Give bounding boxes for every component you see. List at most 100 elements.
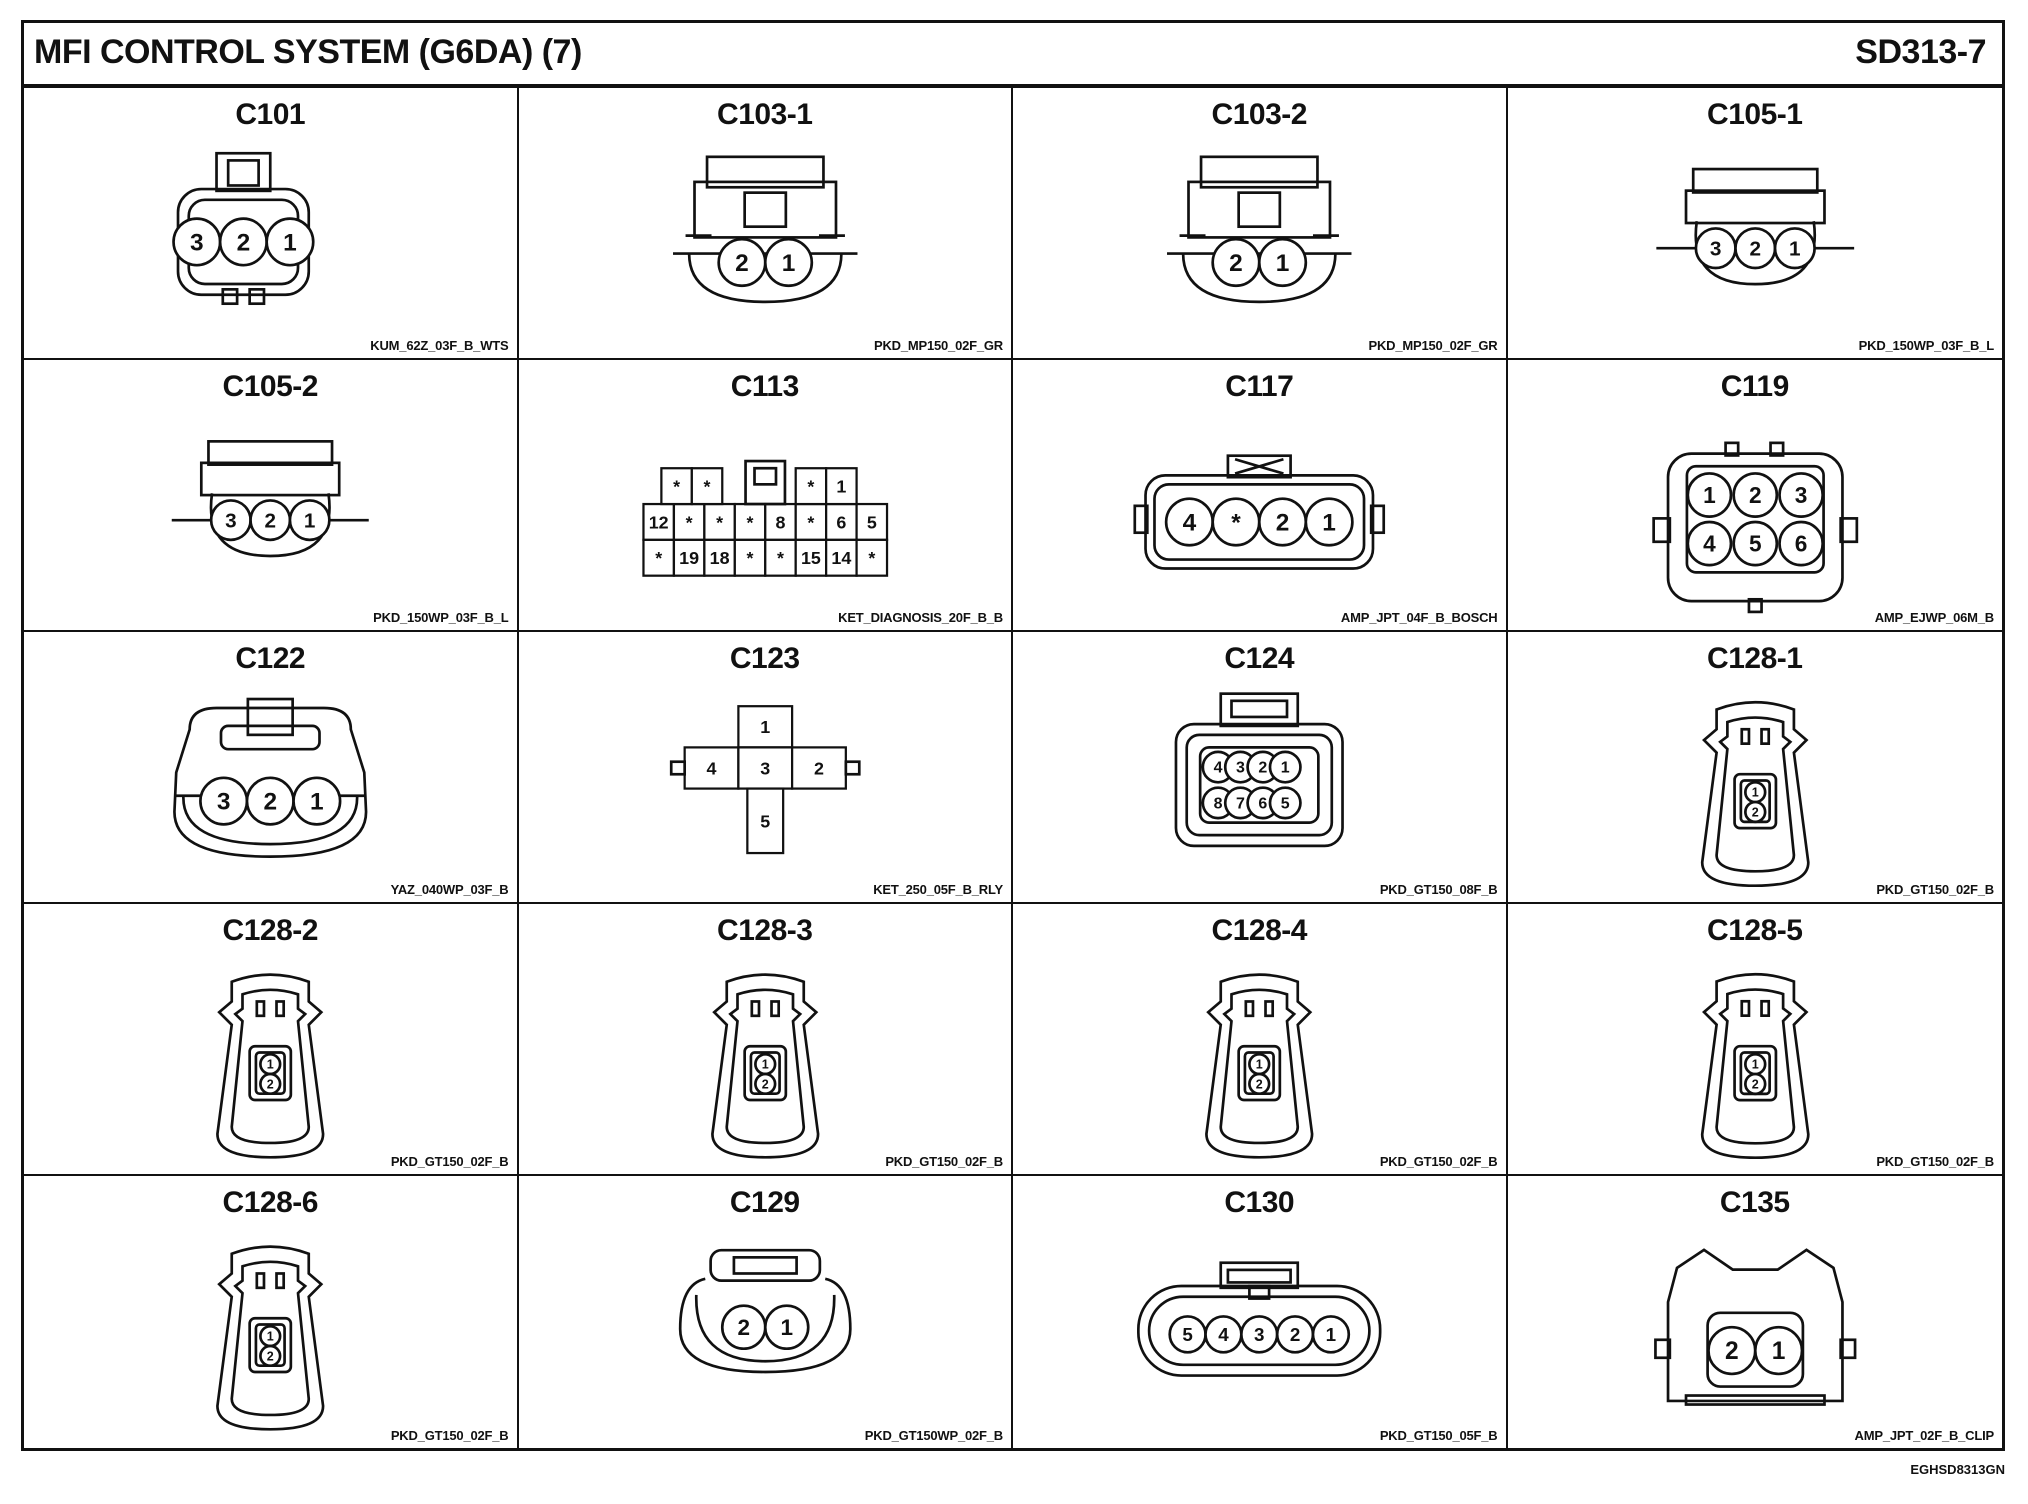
connector-name: C128-4 xyxy=(1211,914,1308,947)
pin-label: 4 xyxy=(1214,760,1223,777)
connector-outline xyxy=(1198,746,1320,824)
connector-outline xyxy=(708,1248,821,1282)
pin-cell xyxy=(854,538,888,577)
connector-outline xyxy=(1732,1044,1777,1102)
pin-label: 1 xyxy=(1326,1324,1336,1345)
connector-part-number: PKD_GT150_02F_B xyxy=(885,1154,1003,1169)
connector-outline xyxy=(248,1044,293,1102)
pin-label: 2 xyxy=(737,1315,750,1340)
pin-circle xyxy=(753,1072,776,1096)
connector-outline xyxy=(1653,1338,1671,1360)
pin-label: 19 xyxy=(679,548,699,568)
pin-circle xyxy=(1731,472,1778,518)
pin-label: 1 xyxy=(781,250,795,277)
connector-diagram: 12 xyxy=(1700,701,1810,888)
connector-part-number: PKD_GT150_02F_B xyxy=(390,1428,509,1443)
pin-circle xyxy=(259,1072,282,1096)
connector-part-number: KET_DIAGNOSIS_20F_B_B xyxy=(838,610,1003,625)
connector-outline xyxy=(1187,180,1332,239)
connector-outline xyxy=(1739,727,1750,745)
diagram-sheet: MFI CONTROL SYSTEM (G6DA) (7) SD313-7 C1… xyxy=(21,20,2005,1451)
sheet-header: MFI CONTROL SYSTEM (G6DA) (7) SD313-7 xyxy=(24,23,2002,88)
pin-label: 2 xyxy=(1229,250,1243,277)
connector-outline xyxy=(248,1316,293,1374)
connector-outline xyxy=(255,1000,266,1018)
pin-circle xyxy=(1777,472,1824,518)
pin-cell xyxy=(763,538,797,577)
pin-cell xyxy=(641,538,675,577)
pin-label: * xyxy=(807,477,814,497)
connector-part-number: PKD_GT150_02F_B xyxy=(1379,1154,1498,1169)
pin-label: 5 xyxy=(866,512,876,532)
connector-name: C124 xyxy=(1224,642,1295,675)
pin-circle xyxy=(265,217,315,267)
connector-part-number: PKD_GT150_05F_B xyxy=(1379,1428,1498,1443)
connector-outline xyxy=(1685,464,1825,574)
connector-outline xyxy=(1199,155,1319,189)
connector-outline xyxy=(182,795,359,846)
pin-label: * xyxy=(776,548,783,568)
pin-label: 1 xyxy=(1276,250,1290,277)
pin-label: 1 xyxy=(761,1058,768,1072)
connector-part-number: PKD_GT150_08F_B xyxy=(1379,882,1498,897)
connector-outline xyxy=(724,988,805,1145)
connector-outline xyxy=(1838,1338,1856,1360)
connector-part-number: AMP_JPT_04F_B_BOSCH xyxy=(1340,610,1498,625)
pin-label: 14 xyxy=(831,548,851,568)
connector-outline xyxy=(1700,701,1810,888)
pin-circle xyxy=(1731,520,1778,567)
connector-outline xyxy=(1684,189,1826,225)
connector-outline xyxy=(1739,999,1750,1017)
connector-outline xyxy=(1226,1268,1292,1284)
connector-outline xyxy=(749,1000,760,1018)
pin-circle xyxy=(763,237,813,288)
pin-circle xyxy=(1248,1072,1271,1096)
connector-outline xyxy=(692,180,837,239)
connector-drawing: 12 xyxy=(1700,973,1810,1160)
pin-cell xyxy=(736,705,793,749)
connector-outline xyxy=(1147,1295,1371,1367)
connector-outline xyxy=(1666,452,1844,603)
pin-label: 5 xyxy=(1281,795,1290,812)
connector-name: C135 xyxy=(1719,1186,1790,1219)
pin-label: 2 xyxy=(265,509,277,532)
pin-label: 1 xyxy=(780,1315,793,1340)
pin-label: 2 xyxy=(267,1077,274,1091)
pin-cell xyxy=(683,746,740,790)
connector-outline xyxy=(1205,973,1314,1159)
pin-circle xyxy=(1685,472,1732,518)
pin-label: 3 xyxy=(760,758,770,778)
pin-label: 1 xyxy=(283,229,297,256)
connector-outline xyxy=(1747,597,1763,614)
connector-outline xyxy=(1144,474,1375,570)
connector-drawing: 12 xyxy=(1205,973,1314,1159)
pin-circle xyxy=(288,499,331,542)
pin-label: 1 xyxy=(310,788,324,815)
connector-outline xyxy=(275,1272,286,1290)
connector-outline xyxy=(216,1245,325,1431)
connector-drawing: 12 xyxy=(710,973,819,1159)
connector-name: C130 xyxy=(1224,1186,1295,1219)
connector-outline xyxy=(1723,441,1740,457)
pin-label: 4 xyxy=(706,758,716,778)
connector-name: C101 xyxy=(235,98,306,131)
connector-outline xyxy=(769,1000,780,1018)
connector-outline xyxy=(1219,692,1300,728)
pin-label: 8 xyxy=(775,512,785,532)
connector-outline xyxy=(1185,733,1334,837)
pin-label: 1 xyxy=(1751,786,1758,800)
connector-outline xyxy=(173,706,368,858)
pin-label: 2 xyxy=(1751,1078,1758,1092)
connector-outline xyxy=(743,459,786,506)
pin-label: 4 xyxy=(1218,1324,1229,1345)
